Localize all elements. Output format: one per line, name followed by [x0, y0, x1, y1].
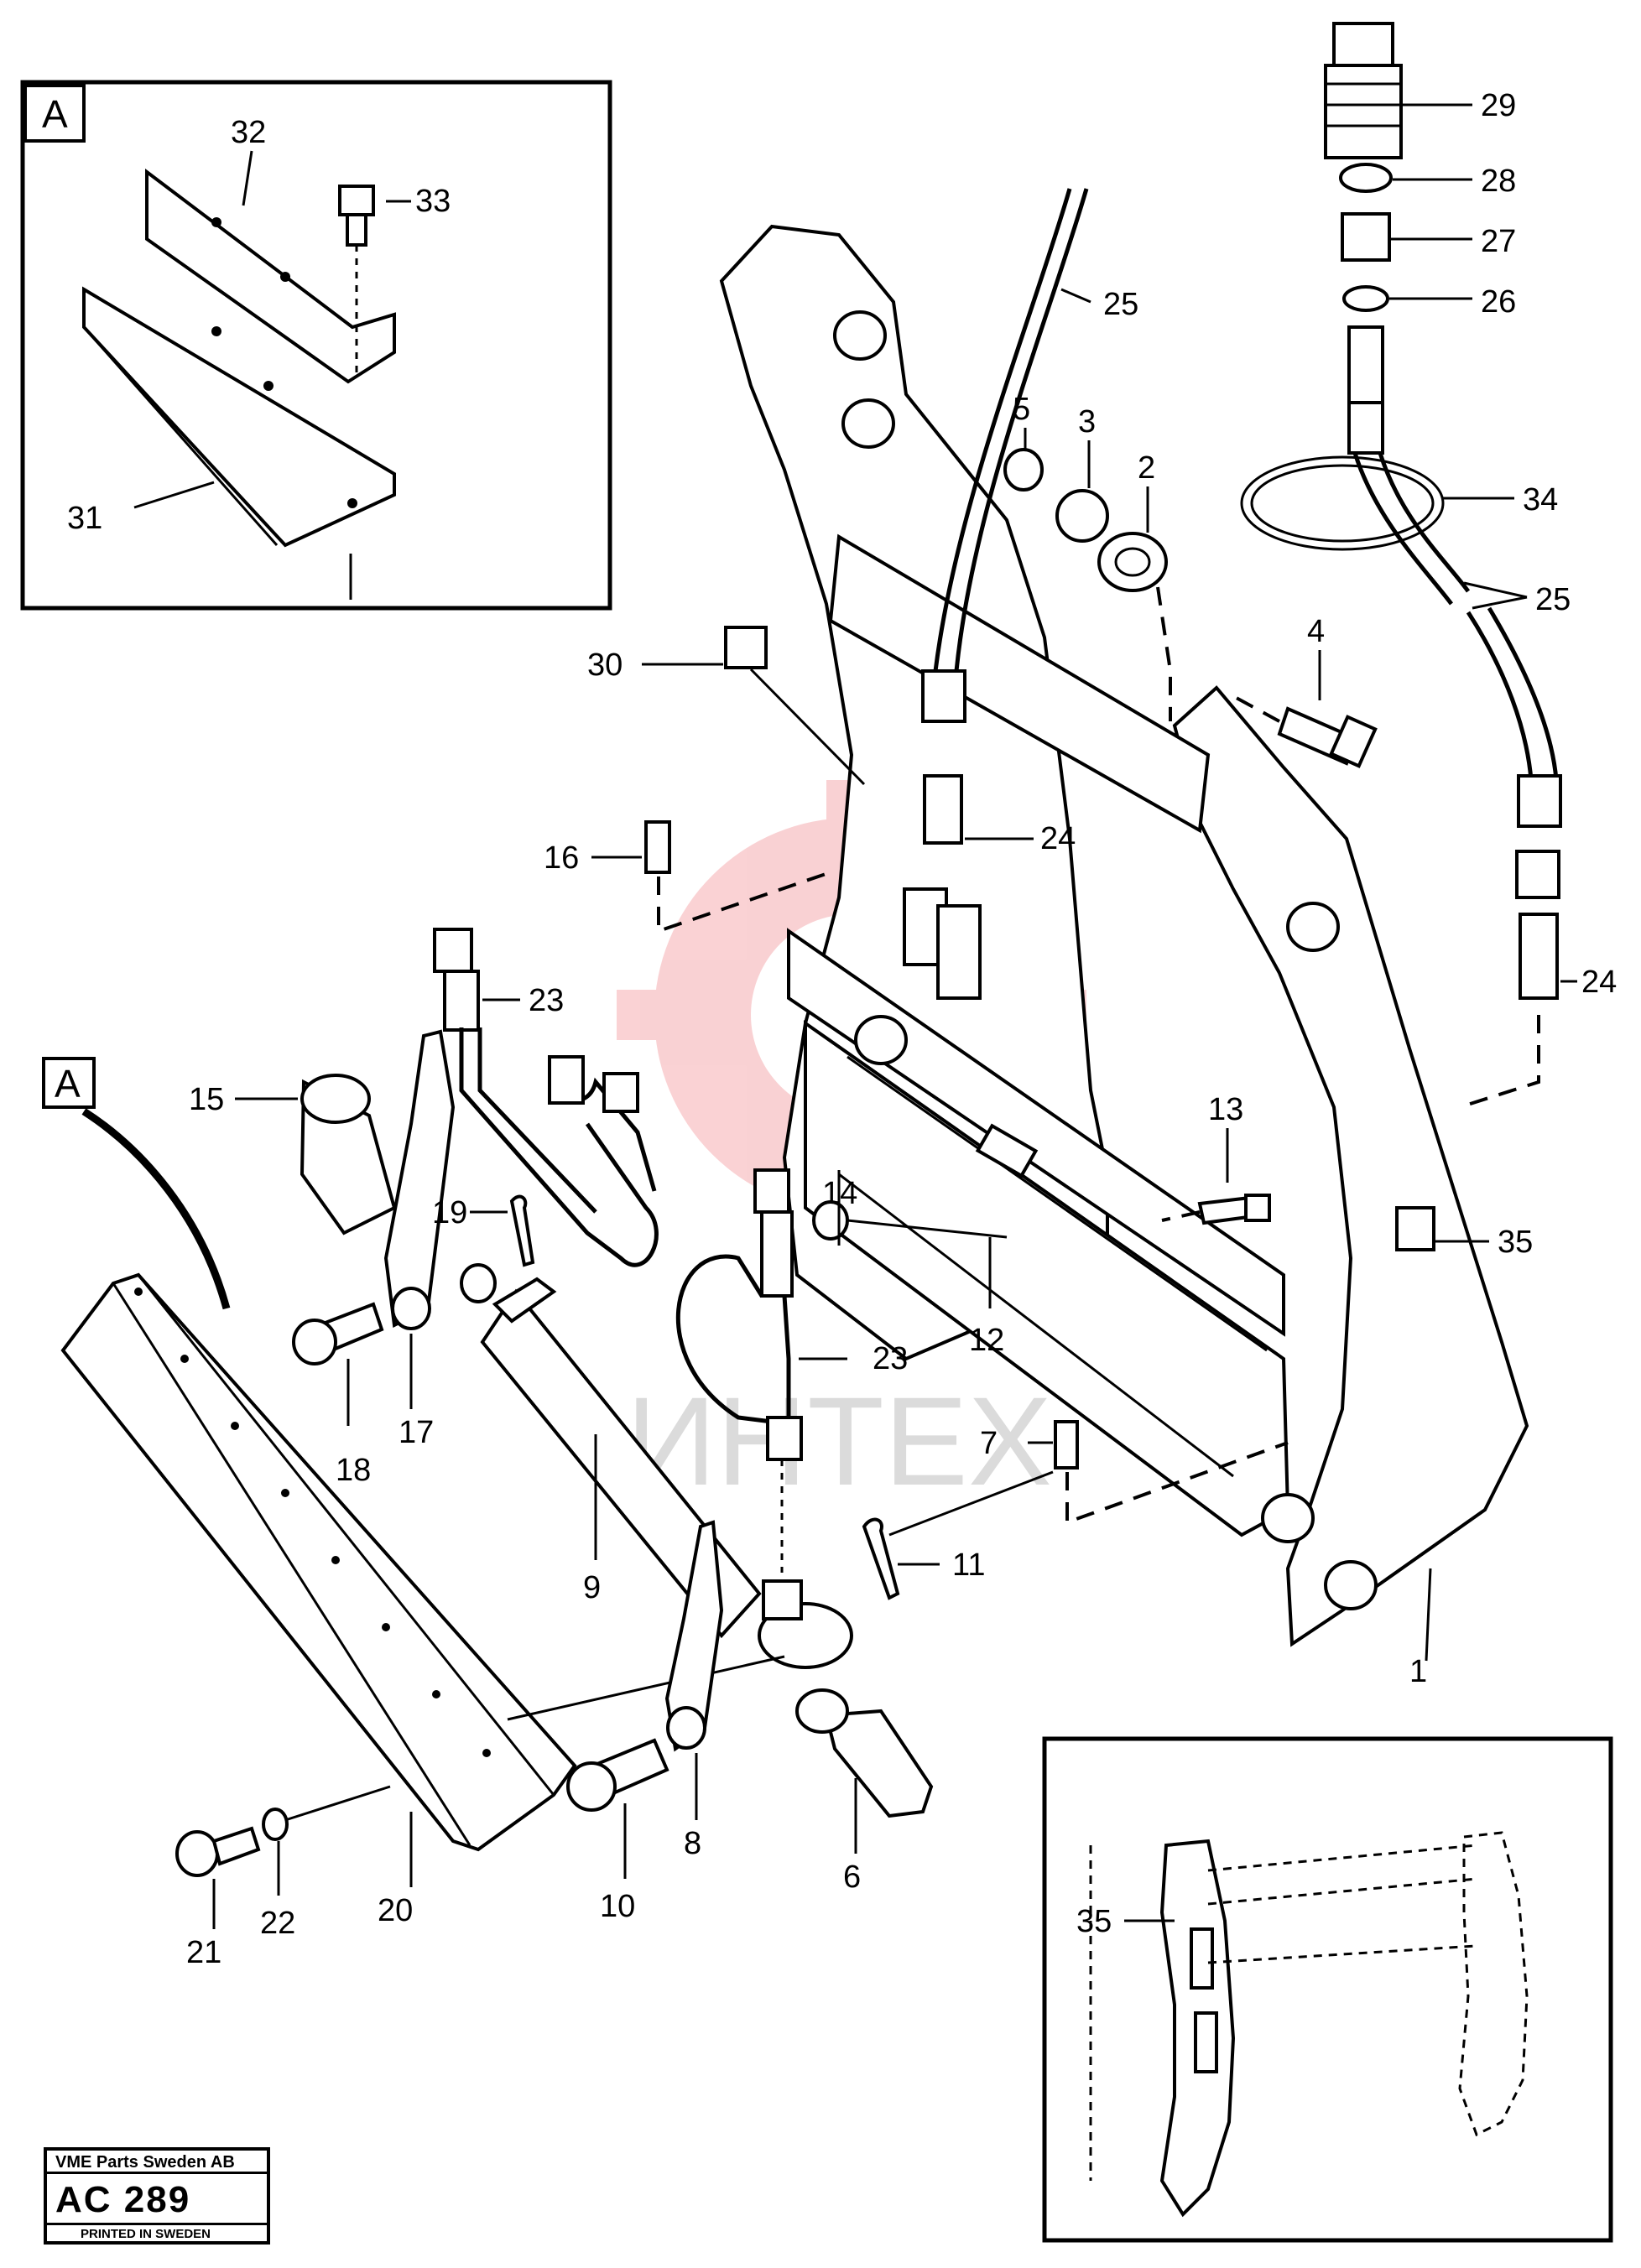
callout-24-left: 24 [1040, 821, 1076, 856]
callout-10: 10 [600, 1889, 635, 1924]
callout-14: 14 [822, 1176, 857, 1211]
inset-a-letter-box [23, 84, 86, 143]
bolt-33 [338, 185, 375, 216]
callout-18: 18 [336, 1453, 371, 1488]
callout-20: 20 [378, 1893, 413, 1928]
nut-5 [1003, 448, 1044, 492]
pin-6 [824, 1709, 934, 1818]
split-pin-19 [509, 1194, 535, 1267]
split-pin-11 [862, 1517, 900, 1600]
callout-19: 19 [432, 1195, 467, 1230]
washer-22 [262, 1808, 289, 1841]
callout-29: 29 [1481, 88, 1516, 123]
washer-28 [1339, 163, 1393, 193]
ring-34 [1240, 455, 1445, 551]
callout-33: 33 [415, 184, 451, 219]
fitting-24-right [1519, 913, 1559, 1000]
callout-23-lower: 23 [873, 1341, 908, 1376]
callout-30: 30 [587, 648, 623, 683]
pipe-23-upper [433, 928, 473, 973]
callout-6: 6 [843, 1860, 861, 1895]
callout-24-right: 24 [1581, 965, 1617, 1000]
grease-nipple-7 [1054, 1420, 1079, 1470]
callout-35-main: 35 [1498, 1225, 1533, 1260]
callout-4: 4 [1307, 614, 1325, 649]
coupling-29 [1332, 22, 1394, 67]
detail-a-marker-letter: A [55, 1062, 81, 1105]
title-block-company: VME Parts Sweden AB [47, 2151, 267, 2174]
callout-32: 32 [231, 115, 266, 150]
callout-7: 7 [980, 1426, 998, 1461]
callout-35-inset: 35 [1076, 1904, 1112, 1939]
inset-a: A 32 33 31 [20, 80, 612, 611]
callout-8: 8 [684, 1826, 701, 1861]
title-block-printed: PRINTED IN SWEDEN [47, 2223, 267, 2241]
callout-26: 26 [1481, 284, 1516, 320]
plate-35 [1395, 1206, 1435, 1251]
callout-27: 27 [1481, 224, 1516, 259]
title-block: VME Parts Sweden AB AC 289 PRINTED IN SW… [44, 2147, 270, 2245]
pipe-23-lower [753, 1168, 790, 1214]
callout-31: 31 [67, 501, 102, 536]
callout-3: 3 [1078, 404, 1096, 440]
callout-34: 34 [1523, 482, 1558, 518]
fitting-3 [1055, 489, 1109, 543]
fitting-27 [1341, 212, 1391, 262]
inset-35: 35 [1042, 1736, 1613, 2243]
lever-17 [383, 1029, 456, 1329]
hose-25-right [1352, 452, 1453, 606]
callout-1: 1 [1409, 1654, 1427, 1689]
inset-a-letter: A [42, 92, 68, 136]
callout-13: 13 [1208, 1092, 1243, 1127]
plate-20 [60, 1272, 577, 1852]
callout-9: 9 [583, 1570, 601, 1605]
callout-2: 2 [1138, 450, 1155, 486]
fitting-24-left [923, 774, 963, 845]
callout-21: 21 [186, 1935, 221, 1970]
watermark-text: ИНТЕХ [626, 1371, 1052, 1511]
callout-28: 28 [1481, 164, 1516, 199]
callout-17: 17 [399, 1415, 434, 1450]
callout-23-upper: 23 [529, 983, 564, 1018]
frame-1 [719, 224, 1529, 1647]
callout-25-upper: 25 [1103, 287, 1138, 322]
callout-12: 12 [969, 1323, 1004, 1358]
cylinder-9 [480, 1288, 762, 1639]
title-block-code: AC 289 [55, 2179, 191, 2220]
hose-25-upper [933, 188, 1072, 672]
washer-26 [1342, 285, 1389, 312]
callout-15: 15 [189, 1082, 224, 1117]
callout-16: 16 [544, 840, 579, 876]
callout-11: 11 [952, 1548, 985, 1583]
detail-a-marker-box [42, 1057, 96, 1109]
decal-30 [724, 626, 768, 669]
bolt-21 [175, 1830, 219, 1877]
callout-22: 22 [260, 1906, 295, 1941]
bracket-12 [975, 1123, 1039, 1178]
crossbar-tube [828, 533, 1211, 834]
callout-25-right: 25 [1535, 582, 1571, 617]
grease-nipple-16 [644, 820, 671, 874]
callout-5: 5 [1013, 392, 1030, 427]
strip-32 [145, 168, 396, 384]
